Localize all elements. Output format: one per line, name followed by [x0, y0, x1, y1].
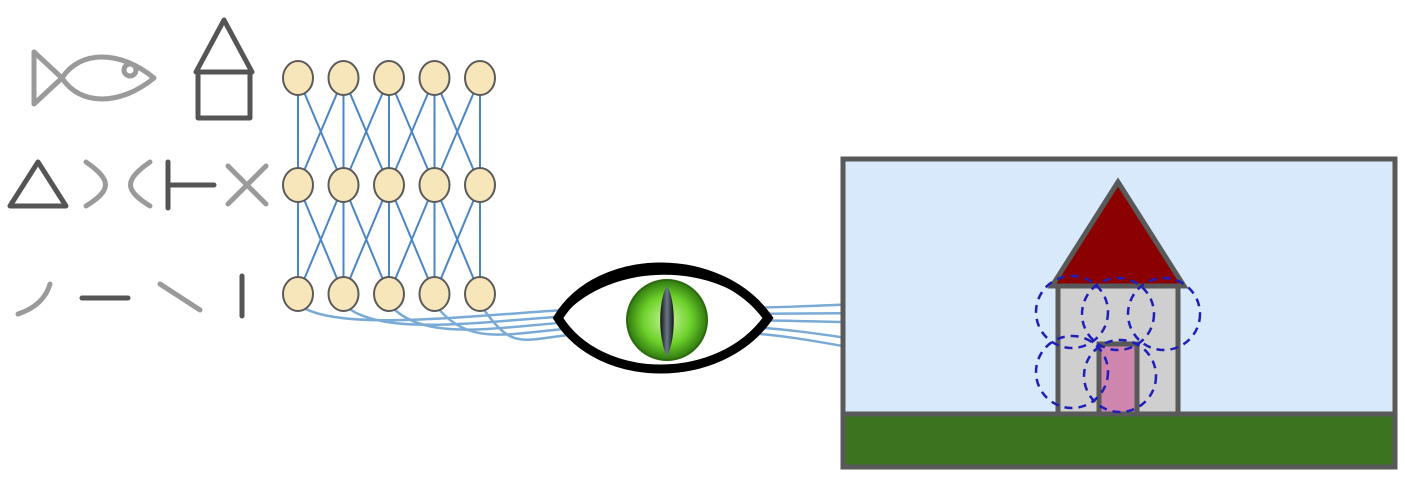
curve-stroke-icon: [15, 281, 53, 317]
roof: [1047, 177, 1189, 289]
house-outline-icon: [193, 17, 255, 121]
diagonal-stroke-icon: [157, 281, 203, 313]
cat-eye-icon: [552, 262, 774, 374]
t-junction-icon: [165, 159, 217, 211]
visual-scene: [840, 156, 1398, 470]
network-connection: [433, 77, 481, 186]
neuron: [373, 167, 405, 203]
neural-network: [282, 60, 496, 312]
network-connection: [342, 77, 390, 186]
neuron: [464, 167, 496, 203]
ground: [840, 411, 1398, 470]
neuron: [464, 60, 496, 96]
neuron: [282, 276, 314, 312]
neuron: [418, 276, 451, 312]
network-connection: [388, 77, 436, 186]
door: [1096, 341, 1140, 417]
neuron: [327, 167, 360, 203]
network-connection: [342, 184, 390, 295]
fish-icon: [31, 49, 157, 107]
crossed-curves-icon: [83, 159, 153, 209]
neuron: [282, 60, 314, 96]
feature-glyphs: [7, 17, 269, 319]
receptive-fields: [1034, 274, 1202, 414]
network-connection: [433, 184, 481, 295]
triangle-icon: [7, 159, 69, 209]
neuron: [373, 60, 405, 96]
network-connection: [388, 184, 436, 295]
neuron: [327, 276, 360, 312]
neuron: [327, 60, 360, 96]
network-connection: [297, 184, 345, 295]
neuron: [464, 276, 496, 312]
neuron: [282, 167, 314, 203]
network-connection: [297, 77, 345, 186]
x-cross-icon: [225, 163, 269, 207]
neuron: [418, 60, 451, 96]
neuron: [418, 167, 451, 203]
neuron: [373, 276, 405, 312]
